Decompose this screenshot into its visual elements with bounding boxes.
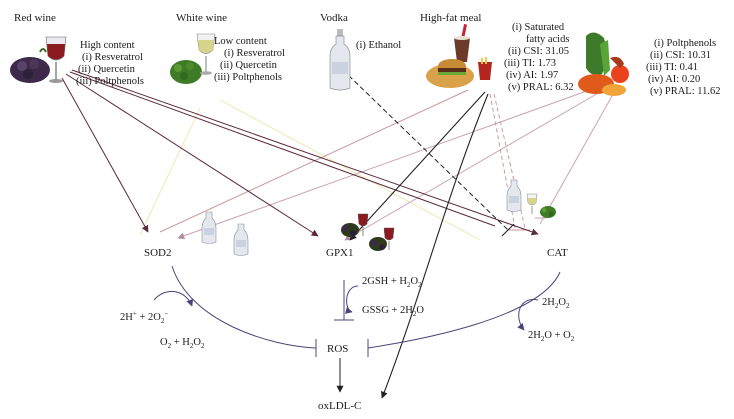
cat-reactants: 2H2O2 — [542, 297, 570, 311]
sod-reactants: 2H+ + 2O2− — [120, 309, 169, 326]
red-wine-header: Red wine — [14, 12, 56, 24]
red-wine-content-title: High content — [80, 40, 135, 51]
sod2-node: SOD2 — [144, 247, 172, 259]
small-vodka-bottle-icon — [233, 223, 249, 256]
vegetable-links — [177, 87, 613, 241]
red-wine-item: (i) Resveratrol — [82, 52, 143, 63]
white-wine-glass-grapes-icon — [170, 33, 216, 84]
red-wine-glass-grapes-icon — [10, 36, 67, 83]
vegetables-content-list: (i) Poltphenols (ii) CSI: 10.31 (iii) TI… — [646, 38, 721, 98]
sod-products: O2 + H2O2 — [160, 337, 205, 351]
small-vodka-bottle-icon — [201, 211, 217, 244]
gpx1-node: GPX1 — [326, 247, 354, 259]
high-fat-item: (iv) AI: 1.97 — [506, 70, 559, 81]
vodka-item: (i) Ethanol — [356, 40, 402, 51]
cat-products: 2H2O + O2 — [528, 330, 575, 344]
red-wine-item: (ii) Quercetin — [78, 64, 135, 75]
white-wine-item: (iii) Poltphenols — [214, 72, 282, 83]
small-vodka-bottle-icon — [506, 179, 522, 212]
red-wine-item: (iii) Poltphenols — [76, 76, 144, 87]
vegetable-item: (v) PRAL: 11.62 — [650, 86, 721, 97]
vodka-header: Vodka — [320, 12, 348, 24]
ros-node: ROS — [327, 343, 349, 355]
high-fat-item: (i) Saturated — [512, 22, 565, 33]
oxldl-node: oxLDL-C — [318, 400, 362, 412]
high-fat-item: fatty acids — [526, 34, 570, 45]
white-wine-content-title: Low content — [214, 36, 267, 47]
red-wine-links — [61, 69, 539, 237]
high-fat-item: (v) PRAL: 6.32 — [508, 82, 574, 93]
small-red-wine-icon — [341, 213, 369, 237]
vegetable-item: (ii) CSI: 10.31 — [650, 50, 711, 61]
vegetable-item: (iv) AI: 0.20 — [648, 74, 701, 85]
high-fat-meal-content-list: (i) Saturated fatty acids (ii) CSI: 31.0… — [500, 22, 574, 94]
gpx-reactants: 2GSH + H2O2 — [362, 276, 422, 290]
small-red-wine-icon — [369, 227, 395, 251]
high-fat-meal-header: High-fat meal — [420, 12, 482, 24]
vodka-link — [342, 69, 515, 237]
vodka-content-list: (i) Ethanol — [356, 40, 401, 52]
red-wine-content-list: High content (i) Resveratrol (ii) Querce… — [76, 40, 144, 88]
vegetable-item: (iii) TI: 0.41 — [646, 62, 699, 73]
high-fat-links — [159, 89, 530, 233]
white-wine-item: (i) Resveratrol — [224, 48, 285, 59]
white-wine-links — [139, 99, 481, 241]
high-fat-black-links — [349, 91, 489, 399]
white-wine-item: (ii) Quercetin — [220, 60, 277, 71]
small-white-wine-icon — [526, 193, 556, 218]
vodka-bottle-icon — [329, 29, 351, 91]
gpx-products: GSSG + 2H2O — [362, 305, 424, 319]
pathway-links — [153, 265, 561, 393]
high-fat-item: (iii) TI: 1.73 — [504, 58, 557, 69]
cat-node: CAT — [547, 247, 568, 259]
high-fat-item: (ii) CSI: 31.05 — [508, 46, 569, 57]
vegetables-fruits-icon — [578, 32, 629, 96]
white-wine-content-list: Low content (i) Resveratrol (ii) Quercet… — [214, 36, 285, 84]
fast-food-meal-icon — [426, 24, 492, 88]
white-wine-header: White wine — [176, 12, 228, 24]
vegetable-item: (i) Poltphenols — [654, 38, 717, 49]
